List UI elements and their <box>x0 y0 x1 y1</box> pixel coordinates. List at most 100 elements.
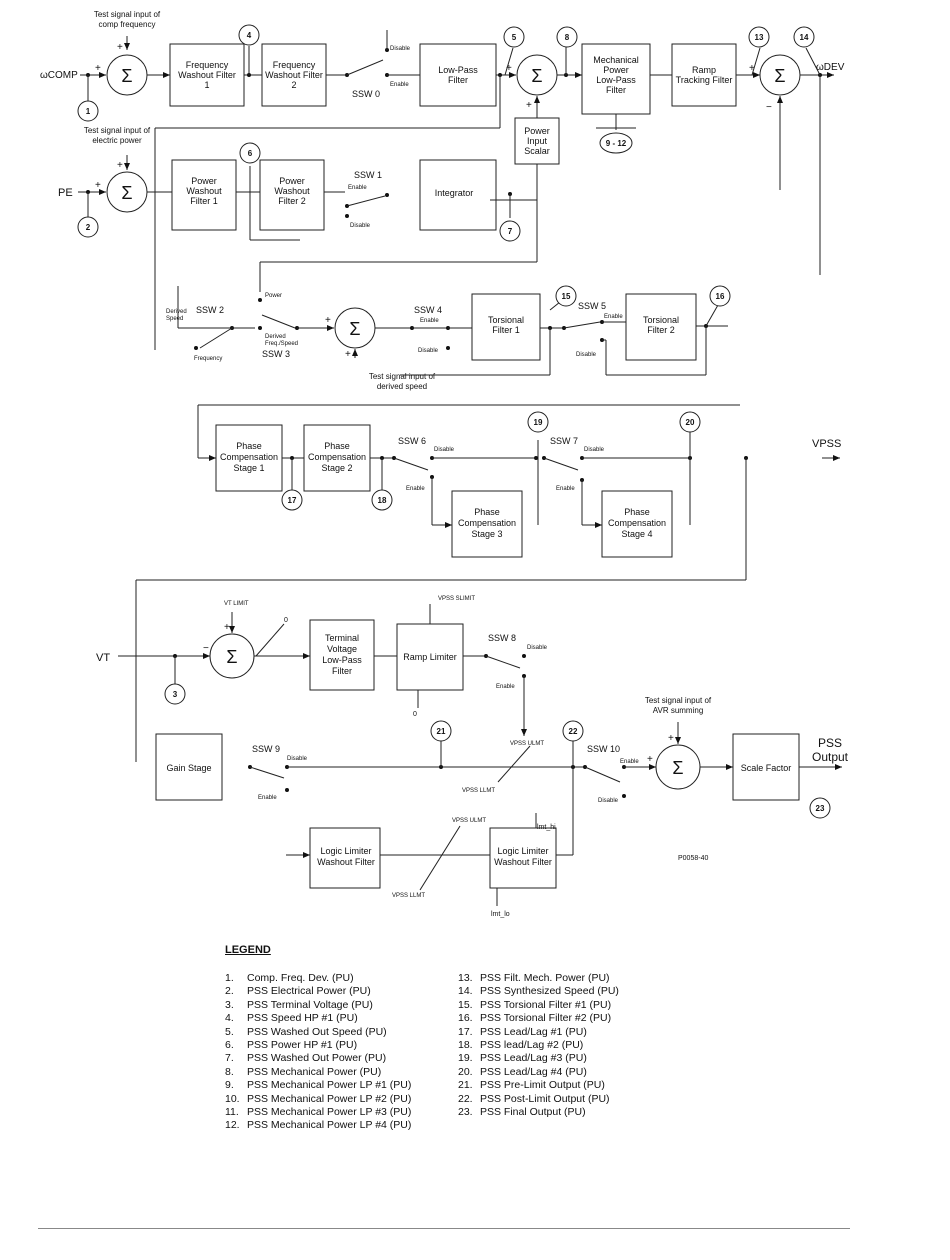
test-point-4: 4 <box>238 24 260 46</box>
terminal-voltage-lpf <box>309 619 375 691</box>
legend-item-number: 19. <box>458 1052 473 1065</box>
svg-text:Enable: Enable <box>406 486 425 492</box>
logic-limiter-washout-2 <box>489 827 557 889</box>
legend-item: 2.PSS Electrical Power (PU) <box>225 985 411 998</box>
legend-item: 15.PSS Torsional Filter #1 (PU) <box>458 999 619 1012</box>
test-point-label: 18 <box>378 496 387 505</box>
gain-stage <box>155 733 223 801</box>
svg-text:+: + <box>749 63 755 74</box>
w-comp-input-label: ωCOMP <box>40 70 78 81</box>
svg-text:+: + <box>117 42 123 53</box>
figure-id: P0058-40 <box>678 855 708 862</box>
test-point-5: 5 <box>503 26 525 48</box>
legend-item-number: 9. <box>225 1079 234 1092</box>
legend-item: 13.PSS Filt. Mech. Power (PU) <box>458 972 619 985</box>
legend-item: 10.PSS Mechanical Power LP #2 (PU) <box>225 1093 411 1106</box>
test-point-label: 13 <box>755 33 764 42</box>
svg-text:VT LIMIT: VT LIMIT <box>224 601 249 607</box>
power-washout-filter-1 <box>171 159 237 231</box>
svg-text:0: 0 <box>413 711 417 718</box>
legend-item-number: 2. <box>225 985 234 998</box>
svg-text:Σ: Σ <box>774 66 785 86</box>
legend-item-number: 1. <box>225 972 234 984</box>
legend-item-text: PSS lead/Lag #2 (PU) <box>480 1038 584 1051</box>
legend-item-number: 13. <box>458 972 473 984</box>
legend-item-number: 21. <box>458 1079 473 1092</box>
legend-item-text: PSS Washed Out Speed (PU) <box>247 1025 387 1038</box>
legend-item-text: PSS Torsional Filter #2 (PU) <box>480 1012 612 1025</box>
freq-washout-filter-2 <box>261 43 327 107</box>
power-washout-filter-2 <box>259 159 325 231</box>
svg-text:Enable: Enable <box>348 185 367 191</box>
ramp-tracking-filter <box>671 43 737 107</box>
legend-item-text: PSS Mechanical Power LP #4 (PU) <box>247 1119 412 1132</box>
legend-title: LEGEND <box>225 944 271 956</box>
vt-input-label: VT <box>96 652 110 664</box>
legend-item-number: 6. <box>225 1038 234 1051</box>
test-point-16: 19 <box>527 411 549 433</box>
svg-text:+: + <box>506 63 512 74</box>
test-point-label: 6 <box>248 149 253 158</box>
legend-item-number: 8. <box>225 1065 234 1078</box>
legend-item-number: 16. <box>458 1012 473 1025</box>
ssw3-label: SSW 3 <box>262 349 290 359</box>
svg-text:+: + <box>95 180 101 191</box>
ssw2-label: SSW 2 <box>196 305 224 315</box>
ssw4-label: SSW 4 <box>414 305 442 315</box>
svg-text:Disable: Disable <box>598 798 619 804</box>
test-point-20: 23 <box>809 797 831 819</box>
scale-factor <box>732 733 800 801</box>
legend-item: 12.PSS Mechanical Power LP #4 (PU) <box>225 1119 411 1132</box>
svg-text:VPSS ULMT: VPSS ULMT <box>510 741 544 747</box>
svg-text:Gain Stage: Gain Stage <box>166 763 211 773</box>
test-point-12: 15 <box>555 285 577 307</box>
svg-text:Σ: Σ <box>349 319 360 339</box>
phase-comp-stage-2 <box>303 424 371 492</box>
test-point-label: 21 <box>437 727 446 736</box>
legend-item-text: PSS Speed HP #1 (PU) <box>247 1012 358 1025</box>
svg-text:Enable: Enable <box>496 684 515 690</box>
ssw6-label: SSW 6 <box>398 436 426 446</box>
test-point-9: 9 - 12 <box>599 132 633 154</box>
legend-item-number: 11. <box>225 1105 239 1118</box>
svg-text:Disable: Disable <box>527 645 548 651</box>
svg-text:Enable: Enable <box>258 795 277 801</box>
legend-item: 21.PSS Pre-Limit Output (PU) <box>458 1079 619 1092</box>
test-point-18: 21 <box>430 720 452 742</box>
ssw1-label: SSW 1 <box>354 170 382 180</box>
legend-item-text: PSS Lead/Lag #4 (PU) <box>480 1065 587 1078</box>
legend-item: 11.PSS Mechanical Power LP #3 (PU) <box>225 1106 411 1119</box>
legend-item-number: 20. <box>458 1065 473 1078</box>
legend-item: 19.PSS Lead/Lag #3 (PU) <box>458 1052 619 1065</box>
phase-comp-stage-4 <box>601 490 673 558</box>
legend-item: 6.PSS Power HP #1 (PU) <box>225 1039 411 1052</box>
ssw0-enable-label: Enable <box>390 82 409 88</box>
test-point-label: 4 <box>247 31 252 40</box>
svg-text:+: + <box>526 100 532 111</box>
legend-item-text: PSS Mechanical Power LP #1 (PU) <box>247 1079 412 1092</box>
legend-item-text: PSS Post-Limit Output (PU) <box>480 1092 610 1105</box>
test-point-1: 1 <box>77 100 99 122</box>
torsional-filter-1 <box>471 293 541 361</box>
svg-text:+: + <box>647 754 653 765</box>
svg-text:+: + <box>95 63 101 74</box>
test-point-3: 3 <box>164 683 186 705</box>
test-point-11: 14 <box>793 26 815 48</box>
svg-text:Disable: Disable <box>584 447 605 453</box>
svg-text:lmt_lo: lmt_lo <box>491 911 510 918</box>
